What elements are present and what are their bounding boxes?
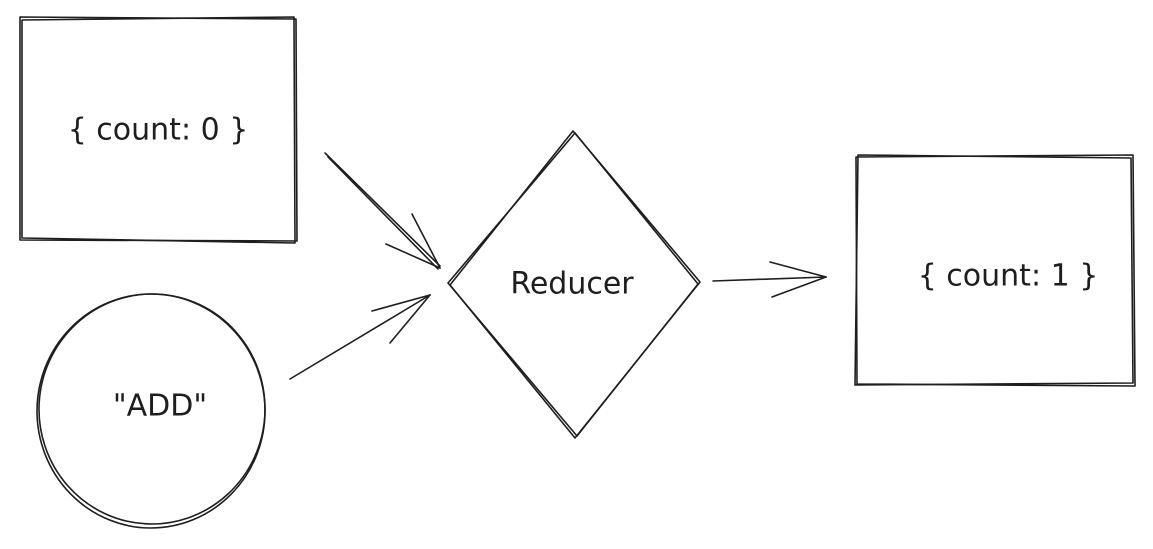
- arrow-reducer-to-new-state: [712, 261, 827, 298]
- reducer-label: Reducer: [510, 267, 634, 302]
- action-label: "ADD": [113, 389, 207, 424]
- action-node: "ADD": [36, 293, 266, 529]
- arrow-initial-to-reducer: [324, 152, 441, 270]
- reducer-node: Reducer: [447, 130, 701, 439]
- initial-state-node: { count: 0 }: [19, 16, 298, 244]
- initial-state-label: { count: 0 }: [68, 113, 249, 148]
- new-state-label: { count: 1 }: [918, 259, 1099, 294]
- new-state-node: { count: 1 }: [854, 154, 1136, 387]
- arrow-action-to-reducer: [289, 294, 431, 380]
